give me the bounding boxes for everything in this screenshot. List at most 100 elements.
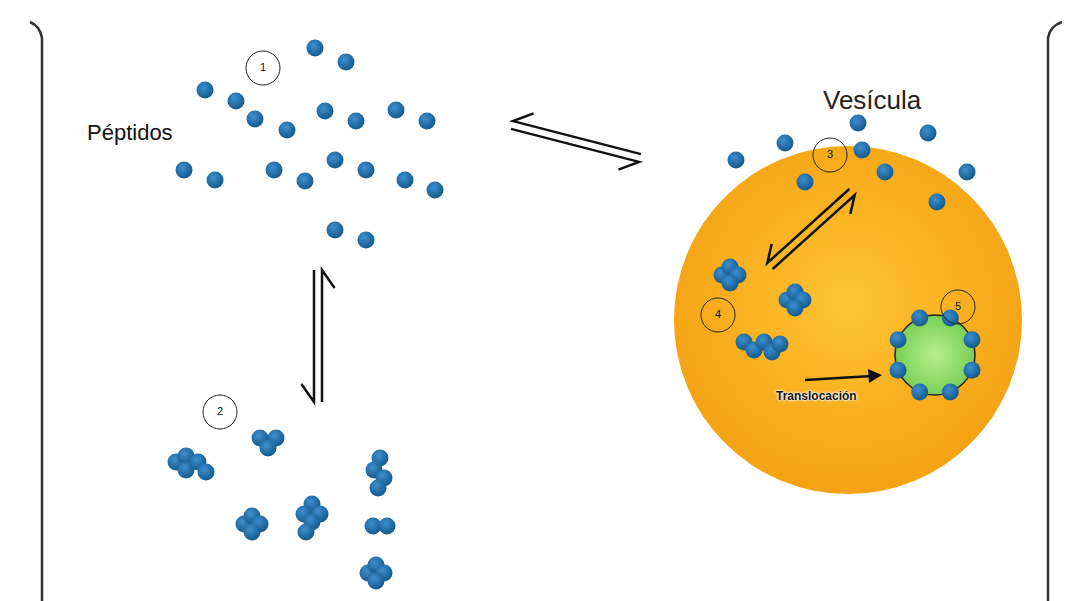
peptide-dot <box>372 450 389 467</box>
peptide-dot <box>207 172 224 189</box>
peptide-dot <box>877 164 894 181</box>
peptide-dot <box>427 182 444 199</box>
callout-circle <box>203 395 237 429</box>
peptide-dot <box>366 462 383 479</box>
peptide-dot <box>730 267 747 284</box>
peptide-dot <box>777 135 794 152</box>
peptide-dot <box>388 102 405 119</box>
equilibrium-arrow <box>322 270 335 402</box>
peptide-dot <box>360 565 377 582</box>
peptide-dot <box>358 162 375 179</box>
peptide-dot <box>797 174 814 191</box>
peptide-dot <box>722 275 739 292</box>
peptide-dot <box>368 557 385 574</box>
peptide-dot <box>198 464 215 481</box>
peptide-dot <box>252 516 269 533</box>
peptide-dot <box>247 111 264 128</box>
peptide-dot <box>266 162 283 179</box>
peptide-dot <box>168 454 185 471</box>
peptide-dot <box>279 122 296 139</box>
peptide-dot <box>176 162 193 179</box>
peptide-dot <box>850 115 867 132</box>
peptide-dot <box>312 506 329 523</box>
peptide-dot <box>317 103 334 120</box>
peptide-dot <box>365 518 382 535</box>
peptide-dot <box>764 344 781 361</box>
peptide-dot <box>963 331 980 348</box>
peptide-dot <box>244 508 261 525</box>
peptide-dot <box>190 454 207 471</box>
beaker-wall <box>1048 22 1062 601</box>
peptide-dot <box>348 113 365 130</box>
peptide-dot <box>746 342 763 359</box>
peptide-dot <box>959 164 976 181</box>
peptide-dot <box>890 362 907 379</box>
vesicle-circle <box>674 146 1022 494</box>
peptide-dot <box>338 54 355 71</box>
peptide-dot <box>963 362 980 379</box>
peptide-dot <box>890 331 907 348</box>
peptide-dot <box>756 334 773 351</box>
arrow-head <box>868 369 882 383</box>
peptide-dot <box>252 430 269 447</box>
peptide-dot <box>370 480 387 497</box>
equilibrium-arrow <box>773 195 855 269</box>
peptide-dot <box>397 172 414 189</box>
process-label: Translocación <box>776 389 857 403</box>
peptide-dot <box>942 310 959 327</box>
peptide-dot <box>327 152 344 169</box>
peptide-dot <box>942 383 959 400</box>
peptide-dot <box>297 173 314 190</box>
callout-number: 4 <box>701 308 735 320</box>
peptide-dot <box>197 82 214 99</box>
peptide-dot <box>268 430 285 447</box>
callout-number: 1 <box>246 61 280 73</box>
peptide-dot <box>920 125 937 142</box>
peptide-dot <box>379 518 396 535</box>
peptide-dot <box>244 524 261 541</box>
peptide-dot <box>304 514 321 531</box>
callout-number: 5 <box>941 300 975 312</box>
inner-vesicle <box>895 315 975 395</box>
equilibrium-arrow <box>513 113 641 154</box>
peptide-dot <box>419 113 436 130</box>
peptide-dot <box>929 194 946 211</box>
peptide-dot <box>854 142 871 159</box>
peptide-dot <box>228 93 245 110</box>
peptide-dot <box>714 267 731 284</box>
peptide-dot <box>368 573 385 590</box>
peptide-dot <box>178 462 195 479</box>
peptide-dot <box>736 334 753 351</box>
callout-number: 3 <box>813 148 847 160</box>
equilibrium-arrow <box>767 189 849 263</box>
callout-number: 2 <box>203 405 237 417</box>
peptide-dot <box>304 496 321 513</box>
peptide-dot <box>911 310 928 327</box>
callout-circle <box>701 298 735 332</box>
callout-circle <box>246 51 280 85</box>
peptide-dot <box>358 232 375 249</box>
peptide-dot <box>376 470 393 487</box>
peptide-dot <box>795 292 812 309</box>
peptide-dot <box>327 222 344 239</box>
beaker-wall <box>30 22 42 601</box>
peptide-dot <box>178 448 195 465</box>
vesicle-title: Vesícula <box>823 85 921 116</box>
peptide-dot <box>787 284 804 301</box>
translocation-arrow <box>805 376 872 380</box>
peptide-dot <box>772 336 789 353</box>
vesicle-shape <box>673 145 1023 495</box>
peptide-dot <box>722 259 739 276</box>
peptide-dot <box>376 565 393 582</box>
equilibrium-arrow <box>511 129 639 170</box>
part-label: Péptidos <box>87 120 173 146</box>
callout-circle <box>941 290 975 324</box>
peptide-dot <box>260 440 277 457</box>
peptide-dot <box>298 524 315 541</box>
callout-circle <box>813 138 847 172</box>
equilibrium-arrow <box>301 270 314 402</box>
vesicle-node: Vesícula <box>673 145 1023 495</box>
peptide-dot <box>307 40 324 57</box>
peptide-dot <box>779 292 796 309</box>
